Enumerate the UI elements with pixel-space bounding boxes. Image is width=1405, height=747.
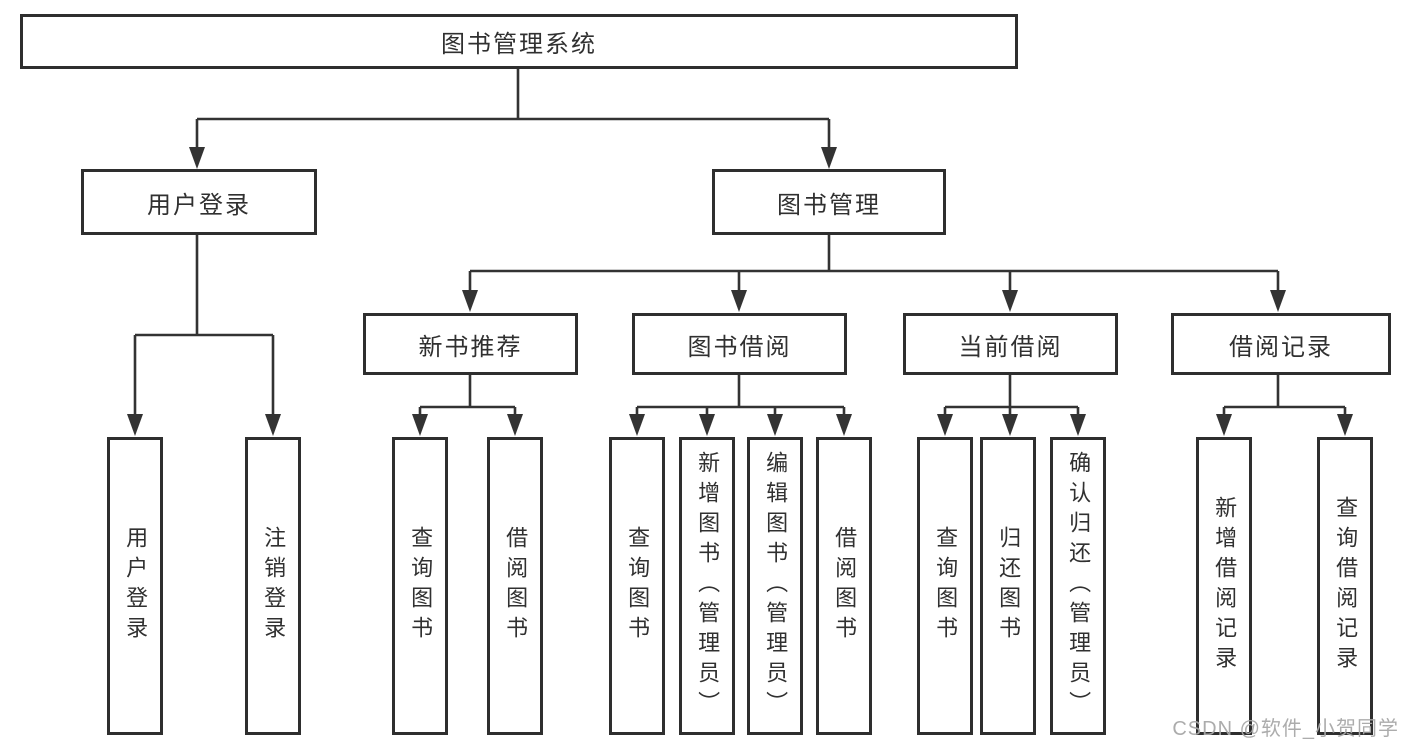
leaf-query-books-2-label: 查询图书 bbox=[625, 526, 651, 646]
arrowhead-icon bbox=[937, 414, 953, 436]
node-new-book-recommend: 新书推荐 bbox=[363, 313, 578, 375]
node-user-login-label: 用户登录 bbox=[147, 191, 251, 219]
arrowhead-icon bbox=[731, 290, 747, 312]
leaf-add-books-admin: 新增图书（管理员） bbox=[679, 437, 735, 735]
arrowhead-icon bbox=[412, 414, 428, 436]
node-root-label: 图书管理系统 bbox=[441, 31, 597, 58]
node-book-borrow-label: 图书借阅 bbox=[687, 333, 792, 361]
node-current-borrow: 当前借阅 bbox=[903, 313, 1118, 375]
leaf-add-books-admin-label: 新增图书（管理员） bbox=[695, 451, 721, 721]
leaf-return-books: 归还图书 bbox=[980, 437, 1036, 735]
connector-lines bbox=[133, 68, 1347, 417]
leaf-query-books-1-label: 查询图书 bbox=[408, 526, 434, 646]
leaf-confirm-return-admin-label: 确认归还（管理员） bbox=[1066, 451, 1092, 721]
leaf-edit-books-admin: 编辑图书（管理员） bbox=[747, 437, 803, 735]
node-user-login: 用户登录 bbox=[81, 169, 317, 235]
arrowhead-icon bbox=[821, 147, 837, 169]
node-root: 图书管理系统 bbox=[20, 14, 1018, 69]
leaf-add-borrow-record-label: 新增借阅记录 bbox=[1212, 496, 1238, 676]
leaf-return-books-label: 归还图书 bbox=[996, 526, 1022, 646]
arrowhead-icon bbox=[189, 147, 205, 169]
leaf-query-books-1: 查询图书 bbox=[392, 437, 448, 735]
arrowhead-icon bbox=[1070, 414, 1086, 436]
arrowhead-icon bbox=[507, 414, 523, 436]
arrowhead-icon bbox=[1002, 290, 1018, 312]
leaf-user-login-label: 用户登录 bbox=[123, 526, 149, 646]
arrowhead-icon bbox=[836, 414, 852, 436]
leaf-query-books-2: 查询图书 bbox=[609, 437, 665, 735]
arrowheads bbox=[127, 147, 1353, 436]
leaf-confirm-return-admin: 确认归还（管理员） bbox=[1050, 437, 1106, 735]
arrowhead-icon bbox=[462, 290, 478, 312]
arrowhead-icon bbox=[127, 414, 143, 436]
leaf-query-borrow-record-label: 查询借阅记录 bbox=[1333, 496, 1359, 676]
node-borrow-records-label: 借阅记录 bbox=[1229, 333, 1333, 361]
leaf-borrow-books-2-label: 借阅图书 bbox=[832, 526, 858, 646]
leaf-borrow-books-1-label: 借阅图书 bbox=[503, 526, 529, 646]
leaf-logout-label: 注销登录 bbox=[261, 526, 287, 646]
node-current-borrow-label: 当前借阅 bbox=[958, 333, 1063, 361]
arrowhead-icon bbox=[265, 414, 281, 436]
arrowhead-icon bbox=[1337, 414, 1353, 436]
leaf-add-borrow-record: 新增借阅记录 bbox=[1196, 437, 1252, 735]
leaf-user-login: 用户登录 bbox=[107, 437, 163, 735]
leaf-logout: 注销登录 bbox=[245, 437, 301, 735]
arrowhead-icon bbox=[699, 414, 715, 436]
arrowhead-icon bbox=[629, 414, 645, 436]
node-book-management-label: 图书管理 bbox=[777, 191, 881, 219]
leaf-query-books-3: 查询图书 bbox=[917, 437, 973, 735]
arrowhead-icon bbox=[1002, 414, 1018, 436]
arrowhead-icon bbox=[767, 414, 783, 436]
leaf-edit-books-admin-label: 编辑图书（管理员） bbox=[763, 451, 789, 721]
csdn-watermark: CSDN @软件_小贺同学 bbox=[1172, 718, 1399, 740]
leaf-query-books-3-label: 查询图书 bbox=[933, 526, 959, 646]
leaf-borrow-books-1: 借阅图书 bbox=[487, 437, 543, 735]
node-borrow-records: 借阅记录 bbox=[1171, 313, 1391, 375]
leaf-query-borrow-record: 查询借阅记录 bbox=[1317, 437, 1373, 735]
node-new-book-recommend-label: 新书推荐 bbox=[418, 333, 523, 361]
arrowhead-icon bbox=[1270, 290, 1286, 312]
node-book-borrow: 图书借阅 bbox=[632, 313, 847, 375]
leaf-borrow-books-2: 借阅图书 bbox=[816, 437, 872, 735]
node-book-management: 图书管理 bbox=[712, 169, 946, 235]
arrowhead-icon bbox=[1216, 414, 1232, 436]
